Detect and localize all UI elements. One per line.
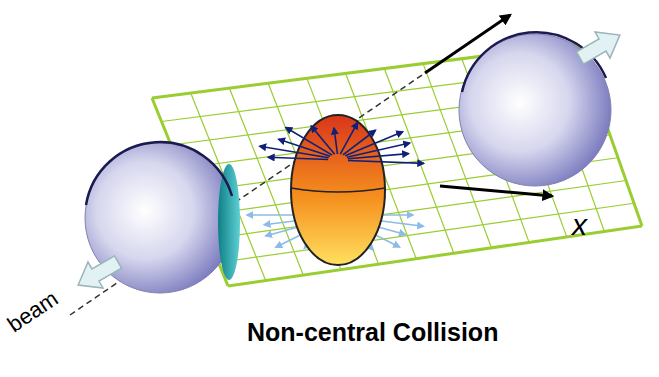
x-axis xyxy=(440,186,552,196)
flow-arrow xyxy=(334,128,337,154)
flow-arrow xyxy=(286,128,332,156)
flow-arrow xyxy=(345,132,402,156)
plane-cut xyxy=(291,188,385,192)
axis-label: x xyxy=(572,210,587,240)
flow-arrow xyxy=(279,139,330,156)
fireball xyxy=(291,115,385,265)
grid-line xyxy=(209,181,626,240)
nucleus-edge xyxy=(86,142,232,205)
caption: Non-central Collision xyxy=(247,320,498,345)
motion-arrow xyxy=(71,249,126,298)
nucleus-face xyxy=(218,164,240,280)
flow-arrow xyxy=(268,157,328,159)
motion-arrow xyxy=(573,22,628,71)
overlap-zone xyxy=(291,115,385,265)
grid-line xyxy=(219,203,635,262)
flow-arrow xyxy=(311,126,334,154)
flow-arrow xyxy=(348,161,424,164)
beam-label: beam xyxy=(4,287,62,336)
beam-axis xyxy=(70,73,425,315)
beam-arrow xyxy=(425,15,510,73)
flow-arrow xyxy=(348,154,409,159)
flow-arrows-above xyxy=(260,123,424,164)
